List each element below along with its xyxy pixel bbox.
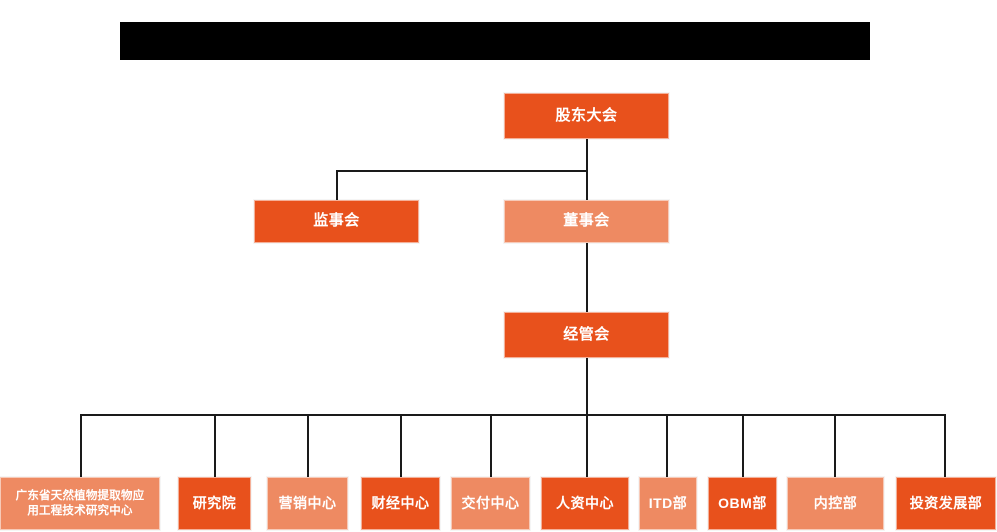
node-delivery[interactable]: 交付中心 <box>451 477 530 530</box>
node-obm-label: OBM部 <box>718 494 767 511</box>
node-management-label: 经管会 <box>563 325 610 343</box>
node-rnd-center[interactable]: 广东省天然植物提取物应 用工程技术研究中心 <box>0 477 160 530</box>
node-marketing-label: 营销中心 <box>278 494 337 511</box>
node-hr[interactable]: 人资中心 <box>541 477 629 530</box>
connector-level2-bus <box>336 170 588 172</box>
connector-drop-finance <box>400 414 402 477</box>
connector-drop-institute <box>214 414 216 477</box>
connector-drop-hr <box>586 414 588 477</box>
node-rnd-center-label: 广东省天然植物提取物应 用工程技术研究中心 <box>15 490 145 517</box>
node-itd[interactable]: ITD部 <box>639 477 697 530</box>
node-management[interactable]: 经管会 <box>504 312 669 358</box>
node-finance[interactable]: 财经中心 <box>361 477 440 530</box>
node-shareholders-label: 股东大会 <box>555 106 618 124</box>
connector-supervisors-drop <box>336 170 338 200</box>
node-supervisors-label: 监事会 <box>313 212 360 230</box>
connector-drop-marketing <box>307 414 309 477</box>
node-finance-label: 财经中心 <box>371 494 430 511</box>
node-supervisors[interactable]: 监事会 <box>254 200 419 243</box>
connector-drop-itd <box>666 414 668 477</box>
node-hr-label: 人资中心 <box>556 494 614 511</box>
connector-shareholders-stem <box>586 139 588 171</box>
node-directors[interactable]: 董事会 <box>504 200 669 243</box>
redacted-title-bar <box>120 22 870 60</box>
node-itd-label: ITD部 <box>648 494 688 511</box>
node-directors-label: 董事会 <box>563 212 610 230</box>
node-internal-control-label: 内控部 <box>813 494 858 511</box>
connector-directors-to-management <box>586 242 588 312</box>
connector-directors-drop <box>586 170 588 200</box>
connector-drop-delivery <box>490 414 492 477</box>
node-investment-label: 投资发展部 <box>909 494 983 511</box>
node-shareholders[interactable]: 股东大会 <box>504 93 669 139</box>
node-institute[interactable]: 研究院 <box>178 477 251 530</box>
connector-departments-bus <box>80 414 946 416</box>
node-delivery-label: 交付中心 <box>461 494 520 511</box>
node-marketing[interactable]: 营销中心 <box>267 477 348 530</box>
connector-drop-obm <box>742 414 744 477</box>
connector-drop-internal-control <box>834 414 836 477</box>
node-internal-control[interactable]: 内控部 <box>787 477 884 530</box>
connector-drop-investment <box>944 414 946 477</box>
connector-management-stem <box>586 358 588 415</box>
connector-drop-rnd-center <box>80 414 82 477</box>
node-institute-label: 研究院 <box>192 494 237 511</box>
node-investment[interactable]: 投资发展部 <box>896 477 996 530</box>
node-obm[interactable]: OBM部 <box>708 477 777 530</box>
